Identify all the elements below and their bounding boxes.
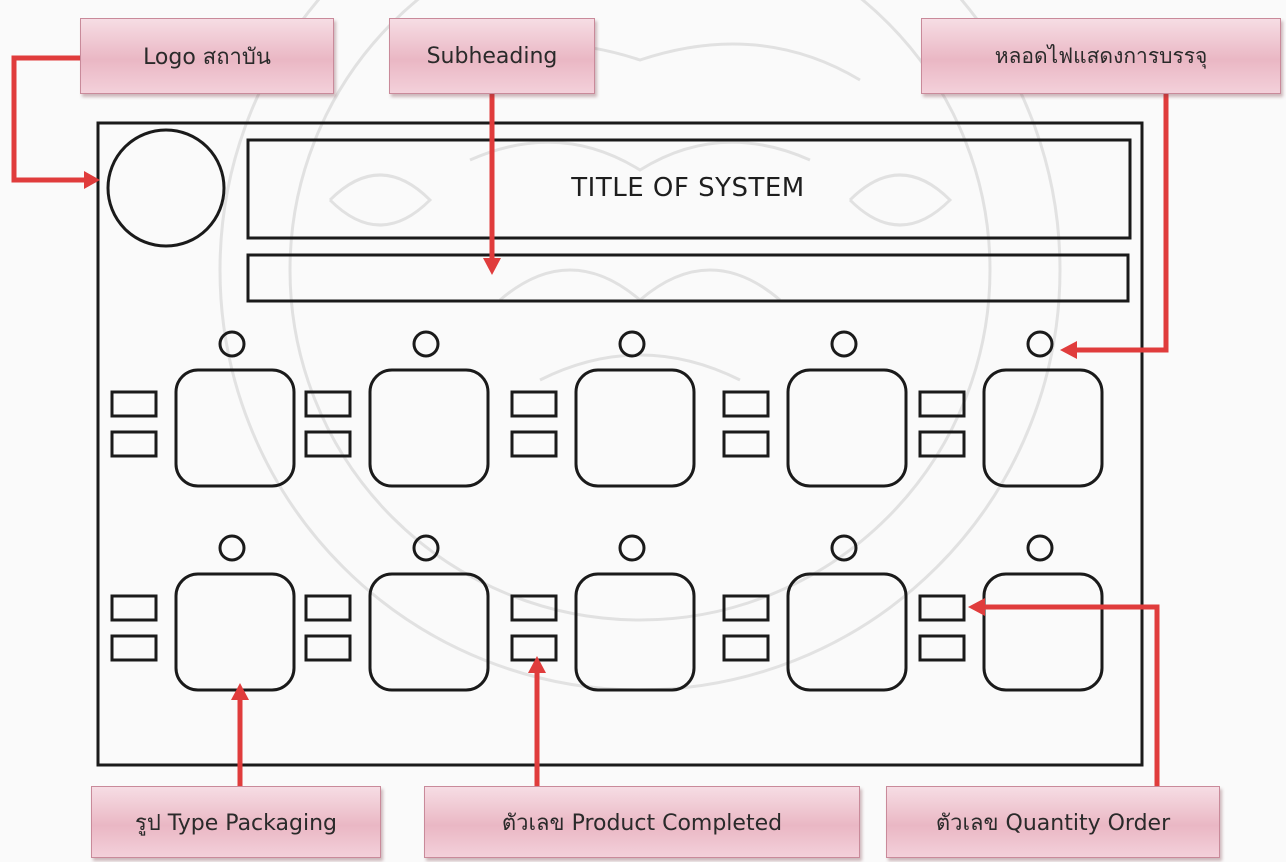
quantity-order-box-r2c2: [306, 596, 350, 620]
packaging-image-r2c1: [176, 574, 294, 690]
product-completed-box-r2c3: [512, 636, 556, 660]
packaging-image-r2c3: [576, 574, 694, 690]
product-completed-box-r2c5: [920, 636, 964, 660]
callout-packaging-type: รูป Type Packaging: [91, 786, 381, 858]
packing-lamp-r2c4: [832, 536, 856, 560]
packing-lamp-r2c2: [414, 536, 438, 560]
callout-subheading: Subheading: [389, 18, 595, 94]
packing-lamp-r2c5: [1028, 536, 1052, 560]
quantity-order-box-r2c1: [112, 596, 156, 620]
logo-placeholder: [108, 130, 224, 246]
product-completed-box-r2c1: [112, 636, 156, 660]
quantity-order-box-r1c2: [306, 392, 350, 416]
packaging-image-r2c5: [984, 574, 1102, 690]
system-title: TITLE OF SYSTEM: [248, 140, 1128, 236]
product-completed-box-r1c4: [724, 432, 768, 456]
packaging-image-r1c3: [576, 370, 694, 486]
product-completed-box-r1c5: [920, 432, 964, 456]
product-completed-box-r1c3: [512, 432, 556, 456]
quantity-order-box-r1c3: [512, 392, 556, 416]
packing-lamp-r2c3: [620, 536, 644, 560]
callout-logo: Logo สถาบัน: [80, 18, 334, 94]
packaging-image-r1c1: [176, 370, 294, 486]
quantity-order-box-r1c4: [724, 392, 768, 416]
packaging-image-r2c4: [788, 574, 906, 690]
product-completed-box-r1c1: [112, 432, 156, 456]
quantity-order-box-r1c1: [112, 392, 156, 416]
packaging-image-r2c2: [370, 574, 488, 690]
product-completed-box-r2c4: [724, 636, 768, 660]
packaging-image-r1c2: [370, 370, 488, 486]
quantity-order-box-r2c4: [724, 596, 768, 620]
packing-lamp-r1c5: [1028, 332, 1052, 356]
packing-lamp-r1c4: [832, 332, 856, 356]
callout-packing-lamp: หลอดไฟแสดงการบรรจุ: [921, 18, 1281, 94]
quantity-order-box-r2c5: [920, 596, 964, 620]
packing-lamp-r2c1: [220, 536, 244, 560]
packaging-image-r1c5: [984, 370, 1102, 486]
callout-product-completed: ตัวเลข Product Completed: [424, 786, 860, 858]
packaging-image-r1c4: [788, 370, 906, 486]
product-completed-box-r2c2: [306, 636, 350, 660]
callout-quantity-order: ตัวเลข Quantity Order: [886, 786, 1220, 858]
subheading-box: [248, 255, 1128, 301]
quantity-order-box-r1c5: [920, 392, 964, 416]
packing-lamp-r1c1: [220, 332, 244, 356]
packing-lamp-r1c3: [620, 332, 644, 356]
quantity-order-box-r2c3: [512, 596, 556, 620]
packing-lamp-r1c2: [414, 332, 438, 356]
product-completed-box-r1c2: [306, 432, 350, 456]
